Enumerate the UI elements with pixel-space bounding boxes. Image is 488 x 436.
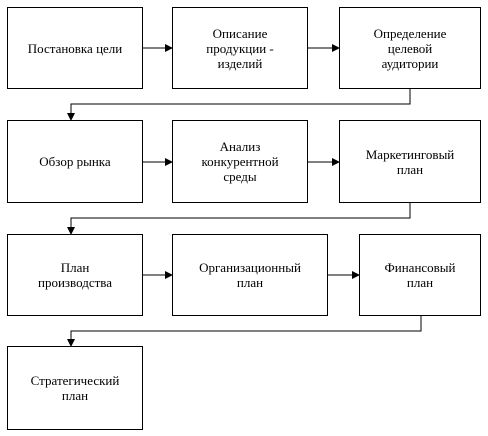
step-financial-plan: Финансовый план [359,234,481,316]
step-production-plan: План производства [7,234,143,316]
step-competitive-analysis: Анализ конкурентной среды [172,120,308,203]
step-market-review: Обзор рынка [7,120,143,203]
step-strategic-plan: Стратегический план [7,346,143,430]
step-goal-setting: Постановка цели [7,7,143,89]
step-product-description: Описание продукции - изделий [172,7,308,89]
arrow-s3-s4 [67,89,411,121]
arrow-s9-s10 [67,316,422,347]
step-organizational-plan: Организационный план [172,234,328,316]
arrow-s6-s7 [67,203,411,235]
step-target-audience: Определение целевой аудитории [339,7,481,89]
step-marketing-plan: Маркетинговый план [339,120,481,203]
